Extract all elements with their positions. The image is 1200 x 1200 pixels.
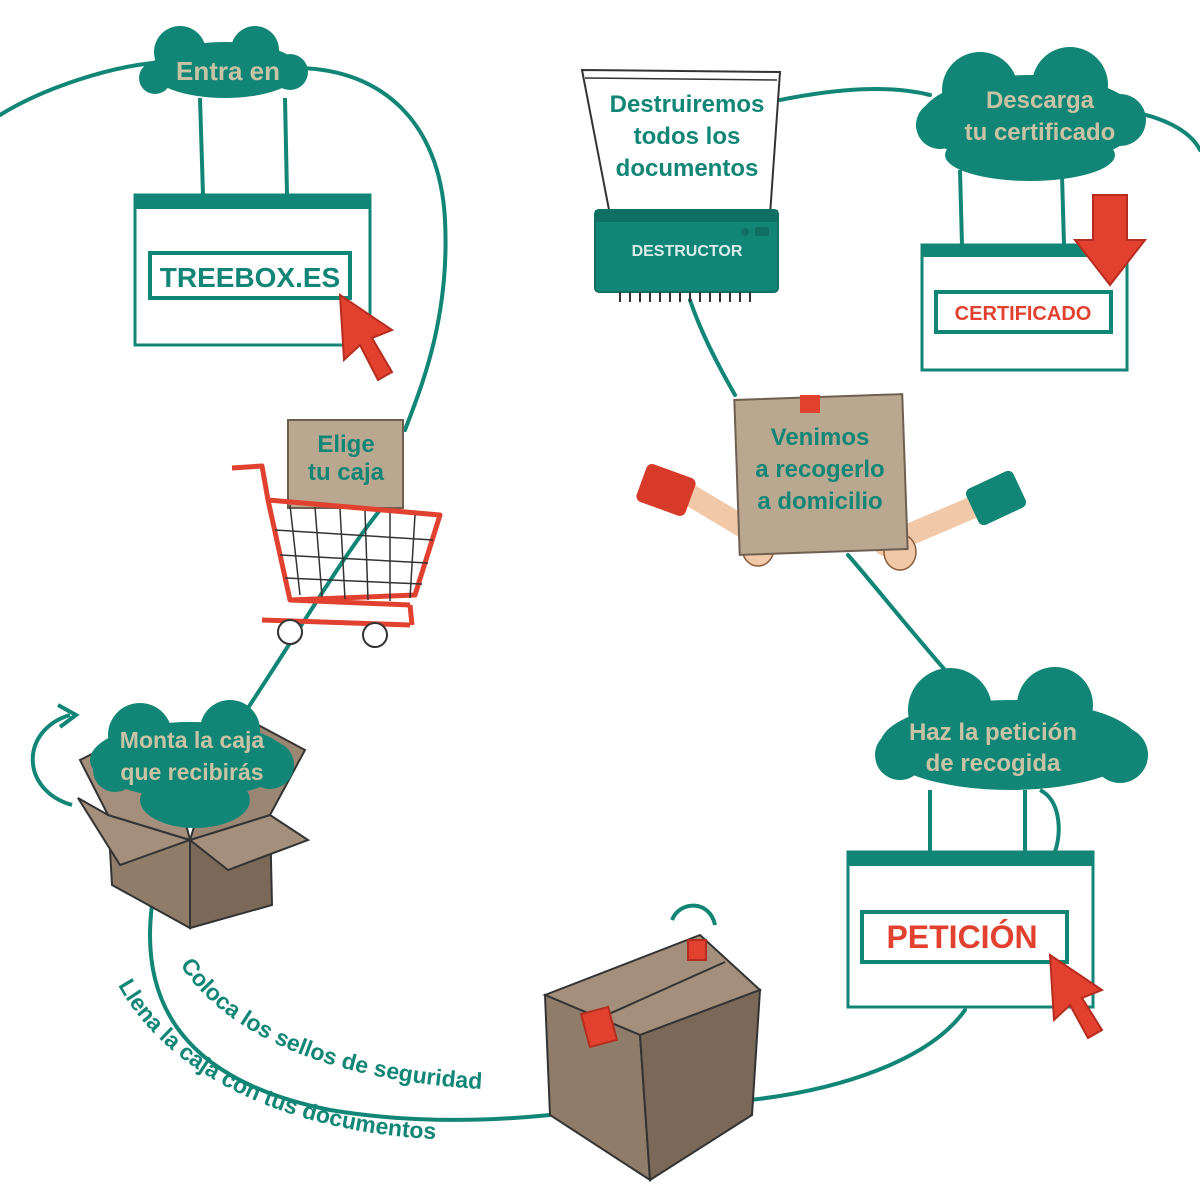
- step-elige: Elige tu caja: [231, 419, 443, 648]
- step-elige-label-2: tu caja: [308, 459, 385, 486]
- step-venimos-label-3: a domicilio: [757, 488, 882, 515]
- cursor-arrow-icon: [1048, 953, 1105, 1040]
- step-destruir-label-1: Destruiremos: [610, 91, 765, 118]
- step-entra: Entra en TREEBOX.ES: [133, 26, 395, 382]
- peticion-button[interactable]: [860, 910, 1069, 964]
- download-arrow-icon: [1072, 194, 1148, 287]
- step-monta-label-1: Monta la caja: [120, 727, 265, 753]
- browser-window: CERTIFICADO: [920, 243, 1129, 372]
- cloud-icon: [139, 26, 308, 98]
- cursor-arrow-icon: [338, 293, 395, 382]
- rotate-arrow-icon: [30, 713, 73, 807]
- step-descarga-label-2: tu certificado: [965, 119, 1116, 146]
- step-destruir: Destruiremos todos los documentos DESTRU…: [580, 68, 782, 302]
- cardboard-sign: [287, 419, 404, 509]
- step-descarga-label-1: Descarga: [986, 87, 1095, 114]
- browser-window: TREEBOX.ES: [133, 193, 372, 347]
- sealed-box-icon: [542, 933, 762, 1182]
- certificado-button-label[interactable]: CERTIFICADO: [955, 303, 1092, 325]
- cloud-icon: [90, 700, 294, 828]
- shredder-icon: [594, 209, 779, 302]
- step-monta-label-2: que recibirás: [120, 759, 263, 785]
- certificado-button[interactable]: [934, 290, 1113, 334]
- rotate-arrow-icon: [670, 903, 717, 926]
- step-destruir-label-3: documentos: [616, 155, 759, 182]
- step-peticion: Haz la petición de recogida PETICIÓN: [846, 667, 1148, 1040]
- step-descarga: Descarga tu certificado CERTIFICADO: [916, 47, 1148, 372]
- step-venimos-label-1: Venimos: [771, 424, 870, 451]
- shopping-cart-icon: [231, 463, 443, 628]
- url-box[interactable]: [148, 251, 352, 300]
- peticion-button-label[interactable]: PETICIÓN: [886, 919, 1037, 955]
- step-peticion-label-2: de recogida: [926, 750, 1061, 777]
- shredder-label: DESTRUCTOR: [632, 243, 743, 260]
- step-destruir-label-2: todos los: [634, 123, 741, 150]
- cloud-icon: [916, 47, 1146, 181]
- step-monta: Monta la caja que recibirás: [30, 700, 311, 930]
- step-entra-label: Entra en: [176, 56, 280, 86]
- site-url[interactable]: TREEBOX.ES: [160, 262, 340, 293]
- step-venimos: Venimos a recogerlo a domicilio: [636, 393, 1027, 571]
- step-venimos-label-2: a recogerlo: [755, 456, 884, 483]
- cloud-icon: [875, 667, 1148, 790]
- step-peticion-label-1: Haz la petición: [909, 719, 1077, 746]
- step-elige-label-1: Elige: [317, 431, 374, 458]
